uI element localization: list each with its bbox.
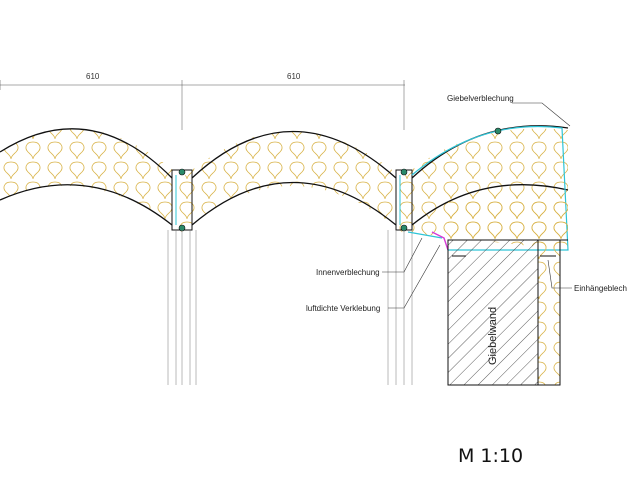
leader-lines — [382, 102, 572, 309]
label-einhaengeblech: Einhängeblech — [574, 284, 627, 293]
label-luftdichte-verklebung: luftdichte Verklebung — [306, 304, 380, 313]
airtight-seal — [431, 231, 449, 251]
dimension-label-1: 610 — [86, 72, 100, 81]
vertical-lines — [167, 230, 413, 385]
dimension-line: 610 610 — [0, 72, 405, 130]
dimension-label-2: 610 — [287, 72, 301, 81]
gable-wall: Giebelwand — [447, 239, 561, 386]
label-giebelverblechung: Giebelverblechung — [447, 94, 514, 103]
gable-flashing — [407, 125, 569, 251]
cap-insulation — [448, 195, 568, 241]
scale-label: M 1:10 — [458, 445, 523, 467]
label-innenverblechung: Innenverblechung — [316, 268, 380, 277]
gable-wall-label: Giebelwand — [487, 307, 499, 365]
